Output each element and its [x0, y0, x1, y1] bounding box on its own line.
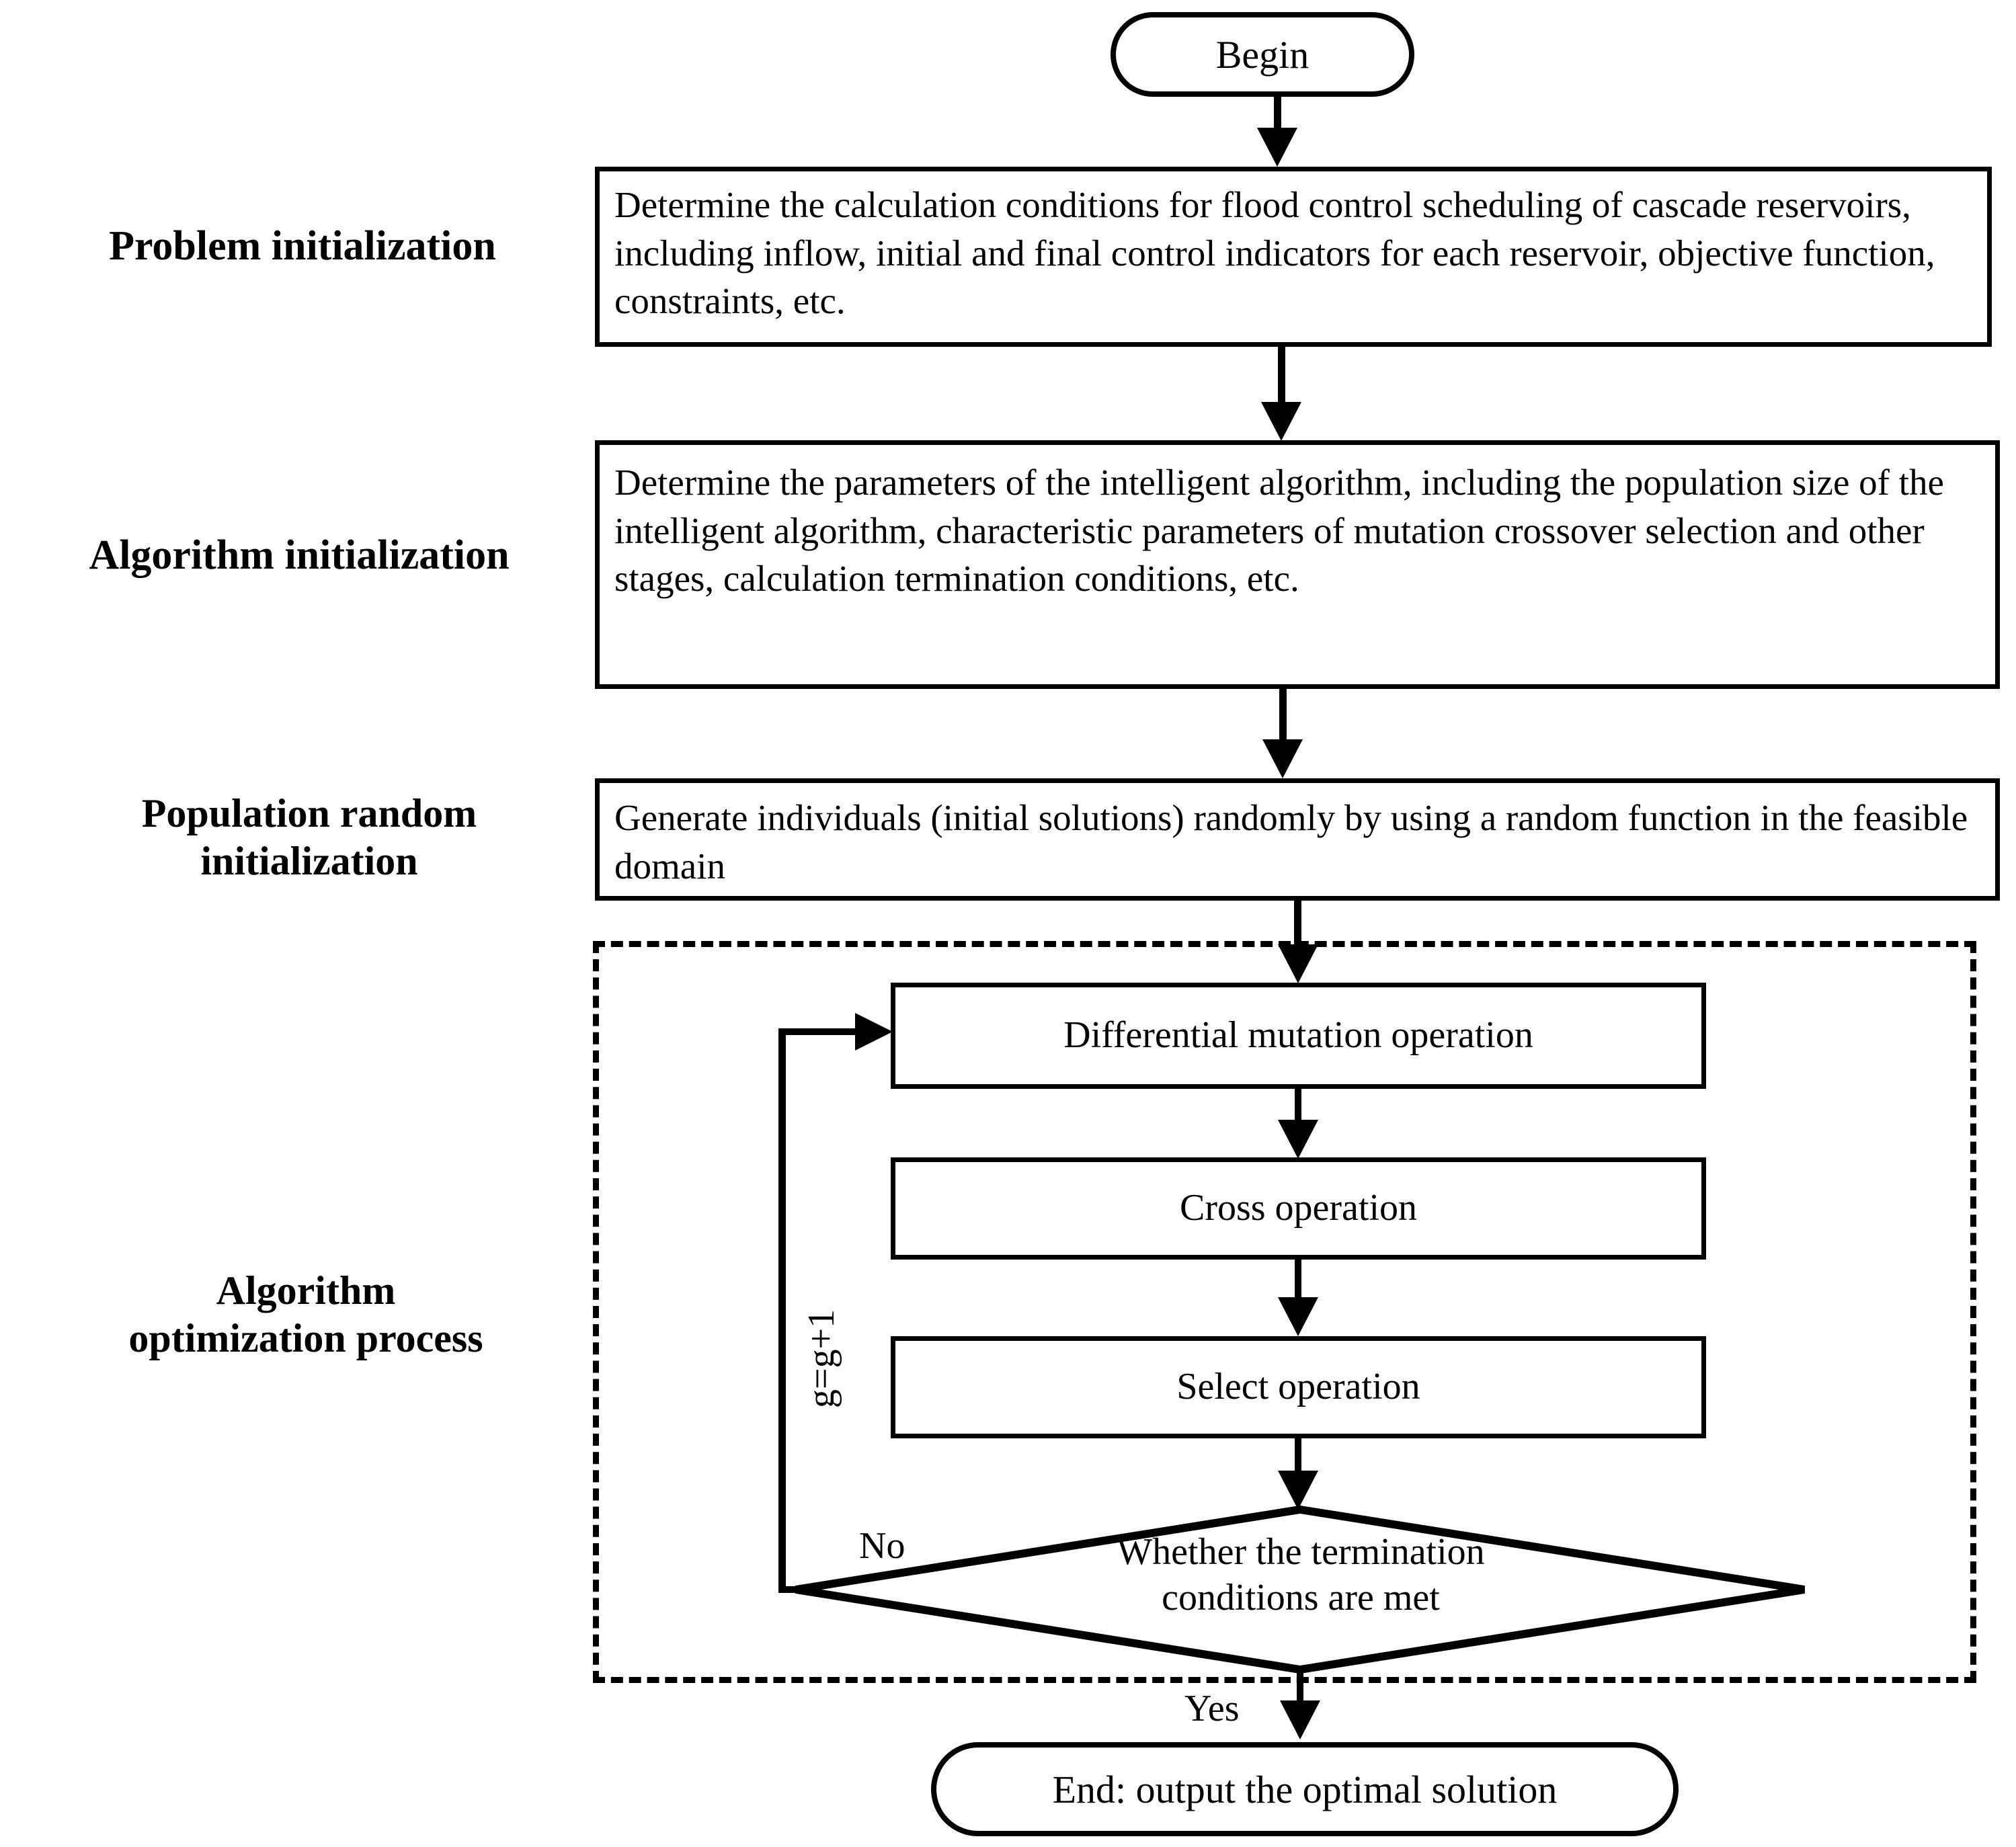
yes-branch-label: Yes: [1184, 1687, 1239, 1730]
connector-select-to-decision: [1295, 1438, 1301, 1487]
stage-label-text: Problem initialization: [109, 223, 496, 269]
arrowhead-feedback-to-mutation: [855, 1013, 893, 1051]
connector-algorithm-to-population: [1279, 689, 1287, 749]
feedback-vertical-line: [778, 1028, 786, 1590]
stage-label-text: Algorithm initialization: [89, 532, 510, 578]
select-operation-box[interactable]: Select operation: [891, 1336, 1706, 1438]
arrowhead-begin-to-problem: [1257, 128, 1297, 167]
loop-counter-text: g=g+1: [801, 1309, 842, 1408]
select-operation-label: Select operation: [1176, 1366, 1420, 1408]
end-terminator[interactable]: End: output the optimal solution: [931, 1742, 1679, 1836]
connector-mutation-to-cross: [1295, 1089, 1301, 1137]
termination-decision-line1: Whether the termination: [1117, 1531, 1485, 1573]
connector-begin-to-problem: [1274, 97, 1281, 132]
termination-decision-line2: conditions are met: [1162, 1577, 1440, 1619]
yes-branch-text: Yes: [1184, 1688, 1240, 1729]
stage-label-line1: Population random: [141, 791, 477, 835]
differential-mutation-operation-label: Differential mutation operation: [1063, 1014, 1533, 1057]
arrowhead-problem-to-algorithm: [1261, 402, 1301, 441]
termination-decision-text: Whether the termination conditions are m…: [928, 1529, 1674, 1621]
begin-label: Begin: [1215, 32, 1309, 77]
algorithm-initialization-text: Determine the parameters of the intellig…: [614, 462, 1944, 599]
stage-label-line1: Algorithm: [216, 1268, 396, 1313]
stage-label-problem-initialization: Problem initialization: [13, 222, 592, 271]
population-initialization-text: Generate individuals (initial solutions)…: [614, 797, 1968, 887]
arrowhead-cross-to-select: [1278, 1297, 1318, 1336]
connector-decision-to-end: [1297, 1670, 1303, 1723]
arrowhead-select-to-decision: [1278, 1471, 1318, 1510]
feedback-horizontal-from-decision: [778, 1586, 805, 1593]
arrowhead-algorithm-to-population: [1262, 739, 1303, 778]
connector-problem-to-algorithm: [1278, 347, 1285, 411]
stage-label-algorithm-optimization-process: Algorithm optimization process: [27, 1267, 585, 1362]
stage-label-line2: initialization: [200, 838, 418, 883]
connector-cross-to-select: [1295, 1260, 1301, 1312]
feedback-horizontal-to-mutation: [778, 1028, 867, 1035]
arrowhead-population-to-mutation: [1278, 944, 1318, 983]
algorithm-initialization-box[interactable]: Determine the parameters of the intellig…: [595, 440, 2000, 689]
begin-terminator[interactable]: Begin: [1111, 12, 1414, 97]
problem-initialization-box[interactable]: Determine the calculation conditions for…: [595, 167, 1992, 347]
arrowhead-decision-to-end: [1280, 1700, 1320, 1739]
no-branch-text: No: [859, 1525, 905, 1567]
stage-label-line2: optimization process: [128, 1315, 483, 1360]
cross-operation-box[interactable]: Cross operation: [891, 1157, 1706, 1260]
population-initialization-box[interactable]: Generate individuals (initial solutions)…: [595, 778, 2000, 901]
end-label: End: output the optimal solution: [1052, 1767, 1558, 1811]
stage-label-algorithm-initialization: Algorithm initialization: [7, 531, 592, 580]
stage-label-population-random-initialization: Population random initialization: [40, 790, 578, 885]
cross-operation-label: Cross operation: [1179, 1187, 1418, 1229]
differential-mutation-operation-box[interactable]: Differential mutation operation: [891, 983, 1706, 1089]
arrowhead-mutation-to-cross: [1278, 1120, 1318, 1159]
loop-counter-label: g=g+1: [800, 1309, 843, 1408]
connector-population-to-mutation: [1294, 901, 1301, 961]
no-branch-label: No: [859, 1524, 905, 1567]
problem-initialization-text: Determine the calculation conditions for…: [614, 184, 1935, 321]
